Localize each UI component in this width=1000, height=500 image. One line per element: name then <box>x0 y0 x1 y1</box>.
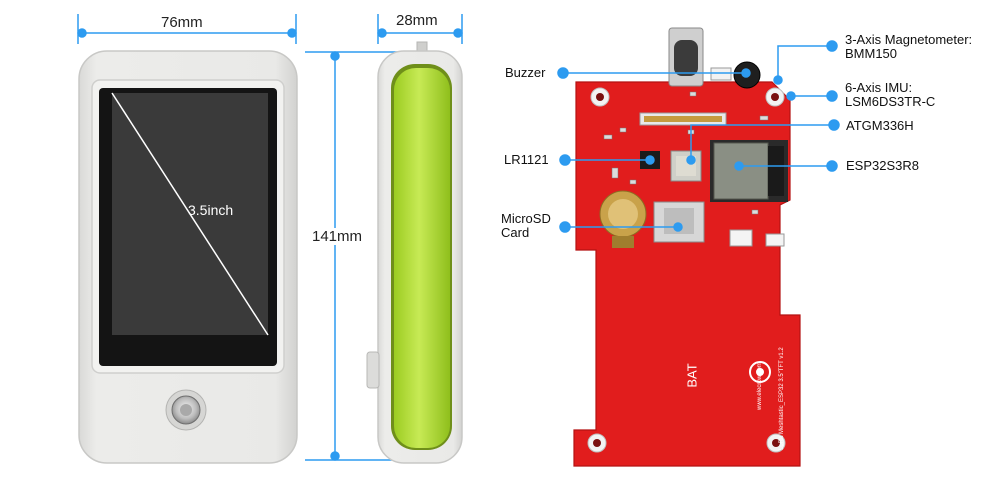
callout-magnetometer-line2: BMM150 <box>845 46 898 61</box>
esp32-module <box>713 142 769 200</box>
callout-mcu: ESP32S3R8 <box>846 158 919 173</box>
callout-lora: LR1121 <box>504 152 549 167</box>
depth-dimension <box>377 14 463 44</box>
height-dimension <box>305 51 412 461</box>
brand-logo-icon <box>749 361 771 383</box>
height-label: 141mm <box>310 228 365 245</box>
depth-label: 28mm <box>396 12 438 29</box>
callout-buzzer: Buzzer <box>505 65 546 80</box>
screen-size-label: 3.5inch <box>188 202 234 218</box>
callout-microsd-line2: Card <box>501 225 530 240</box>
board-site: www.elecrow.com <box>757 362 763 410</box>
side-switch[interactable] <box>366 351 380 389</box>
callout-imu: 6-Axis IMU: LSM6DS3TR-C <box>845 81 935 109</box>
callout-lines <box>557 40 840 233</box>
pcb-board <box>573 27 801 467</box>
callout-imu-line1: 6-Axis IMU: <box>845 80 913 95</box>
callout-microsd-line1: MicroSD <box>501 211 551 226</box>
board-silkscreen: LoRa Meshtastic_ESP32 3.5"TFT v1.2 <box>779 347 785 450</box>
callout-imu-line2: LSM6DS3TR-C <box>845 94 936 109</box>
screen-diagonal <box>111 92 269 336</box>
side-accent-strip <box>394 68 450 448</box>
width-label: 76mm <box>161 14 203 31</box>
power-button[interactable] <box>165 389 207 431</box>
device-side <box>366 41 463 464</box>
callout-magnetometer-line1: 3-Axis Magnetometer: <box>845 32 973 47</box>
callout-gps: ATGM336H <box>846 118 914 133</box>
battery-label: BAT <box>684 363 700 388</box>
width-dimension <box>77 14 297 44</box>
device-front <box>78 50 298 464</box>
callout-magnetometer: 3-Axis Magnetometer: BMM150 <box>845 33 972 61</box>
callout-microsd: MicroSD Card <box>501 212 551 240</box>
